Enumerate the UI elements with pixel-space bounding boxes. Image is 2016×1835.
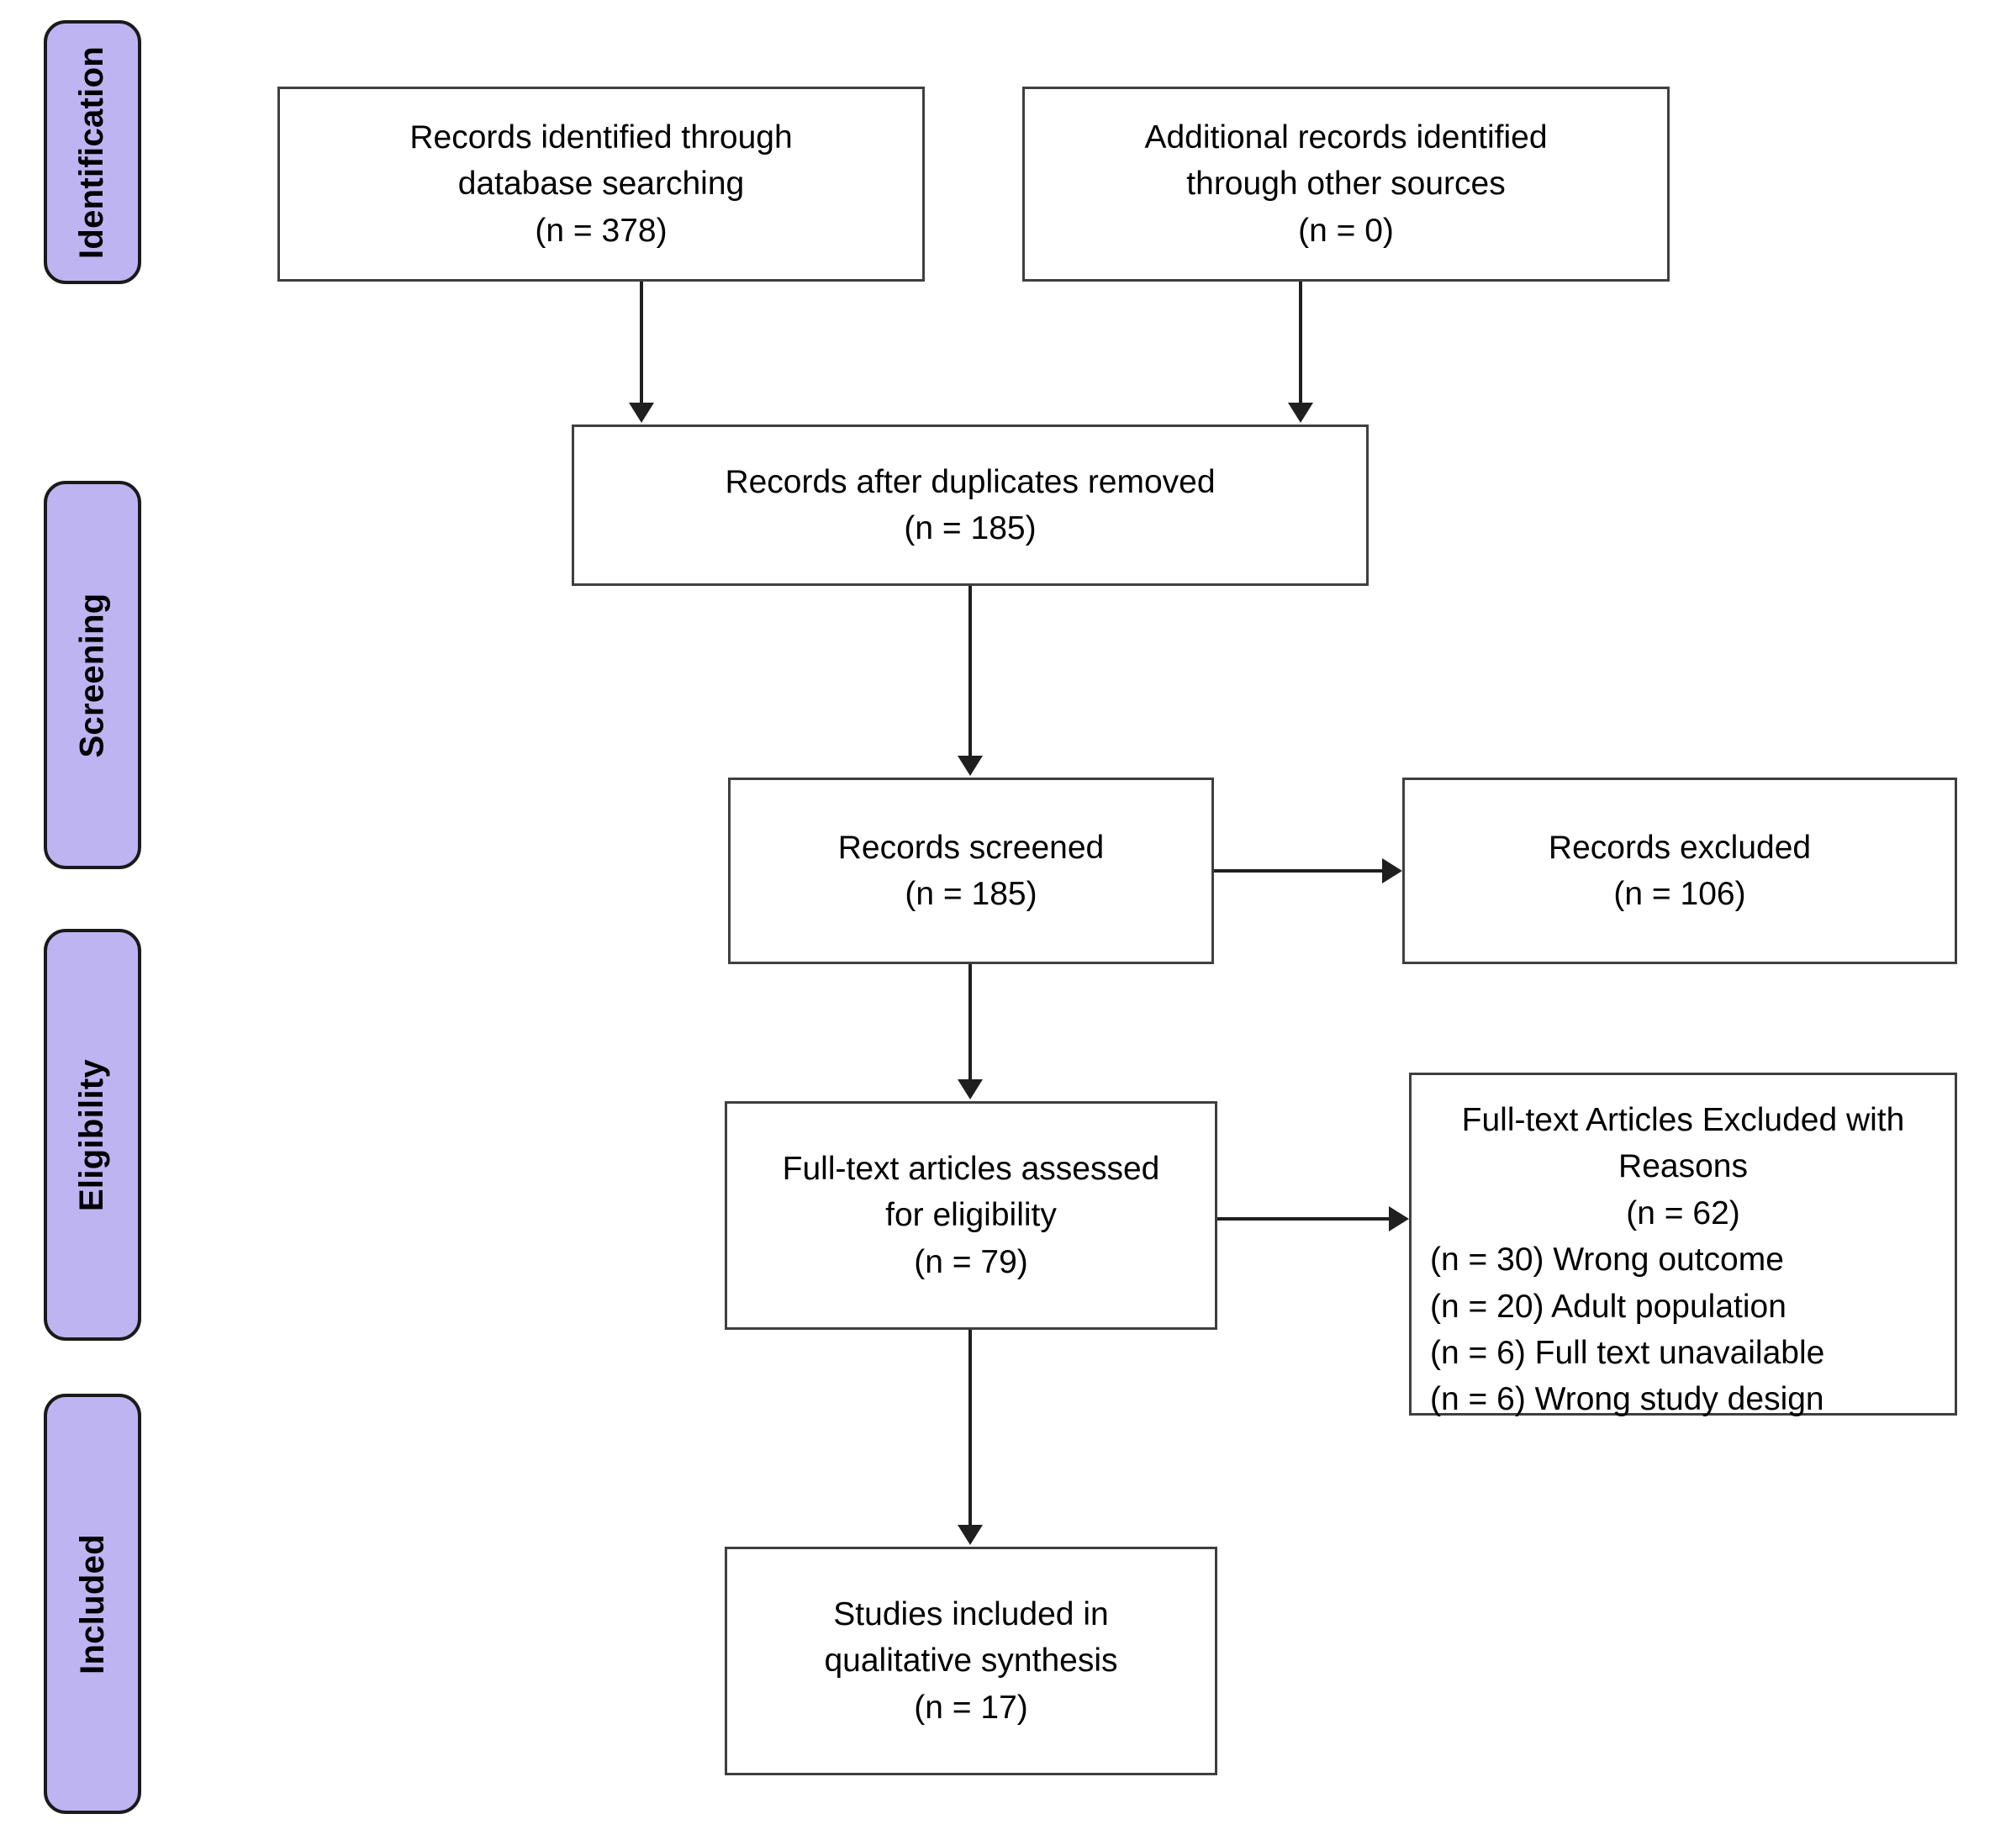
arrowhead-fulltext-to-studies-included (958, 1525, 983, 1545)
stage-label-included: Included (73, 1533, 111, 1674)
stage-pill-screening: Screening (44, 481, 141, 869)
arrowhead-fulltext-to-reasons (1389, 1206, 1409, 1231)
reason-item: (n = 6) Full text unavailable (1430, 1334, 1825, 1371)
stage-pill-identification: Identification (44, 20, 141, 284)
box-line: Records screened (837, 829, 1105, 866)
box-line: Additional records identified (1144, 119, 1548, 156)
box-line: qualitative synthesis (824, 1643, 1118, 1679)
box-line: (n = 185) (905, 876, 1037, 912)
arrowhead-other-to-duplicates (1288, 403, 1313, 423)
box-line: Records identified through (409, 119, 793, 156)
box-additional-records-other-sources: Additional records identified through ot… (1022, 87, 1670, 282)
box-records-screened: Records screened (n = 185) (728, 778, 1214, 964)
reason-item: (n = 6) Wrong study design (1430, 1381, 1824, 1418)
box-records-after-duplicates-removed: Records after duplicates removed (n = 18… (572, 424, 1369, 586)
box-line: (n = 106) (1613, 876, 1746, 912)
arrowhead-duplicates-to-screened (958, 756, 983, 776)
connector-database-to-duplicates (640, 282, 643, 404)
box-line: database searching (457, 166, 745, 203)
reasons-heading-line-2: Reasons (1618, 1148, 1748, 1185)
box-line: Records excluded (1548, 829, 1812, 866)
stage-label-identification: Identification (73, 45, 111, 259)
connector-other-to-duplicates (1299, 282, 1302, 404)
box-line: (n = 378) (535, 212, 668, 249)
connector-duplicates-to-screened (968, 586, 972, 757)
box-line: Records after duplicates removed (725, 463, 1216, 500)
stage-pill-included: Included (44, 1394, 141, 1814)
stage-label-eligibility: Eligibility (73, 1058, 111, 1211)
arrowhead-screened-to-excluded (1382, 858, 1402, 883)
connector-screened-to-excluded (1214, 869, 1382, 873)
stage-label-screening: Screening (73, 592, 111, 758)
reason-item: (n = 20) Adult population (1430, 1288, 1786, 1325)
box-records-identified-database: Records identified through database sear… (277, 87, 925, 282)
box-fulltext-articles-excluded-with-reasons: Full-text Articles Excluded with Reasons… (1409, 1073, 1957, 1417)
reasons-heading-line-1: Full-text Articles Excluded with (1461, 1102, 1905, 1138)
reasons-total-count: (n = 62) (1626, 1194, 1740, 1231)
arrowhead-screened-to-fulltext (958, 1079, 983, 1099)
box-fulltext-articles-assessed: Full-text articles assessed for eligibil… (725, 1101, 1217, 1330)
box-line: (n = 79) (914, 1243, 1028, 1280)
box-line: (n = 185) (904, 510, 1037, 546)
connector-fulltext-to-reasons (1217, 1217, 1389, 1221)
box-studies-included-qualitative-synthesis: Studies included in qualitative synthesi… (725, 1547, 1217, 1775)
stage-pill-eligibility: Eligibility (44, 929, 141, 1341)
box-records-excluded: Records excluded (n = 106) (1402, 778, 1957, 964)
box-line: Studies included in (833, 1595, 1109, 1632)
reason-item: (n = 30) Wrong outcome (1430, 1242, 1784, 1279)
connector-screened-to-fulltext (968, 964, 972, 1081)
box-line: for eligibility (885, 1197, 1057, 1234)
box-line: (n = 0) (1298, 212, 1394, 249)
arrowhead-database-to-duplicates (629, 403, 654, 423)
connector-fulltext-to-studies-included (968, 1330, 972, 1527)
box-line: (n = 17) (914, 1689, 1028, 1726)
box-line: through other sources (1186, 166, 1506, 203)
box-line: Full-text articles assessed (782, 1150, 1160, 1187)
